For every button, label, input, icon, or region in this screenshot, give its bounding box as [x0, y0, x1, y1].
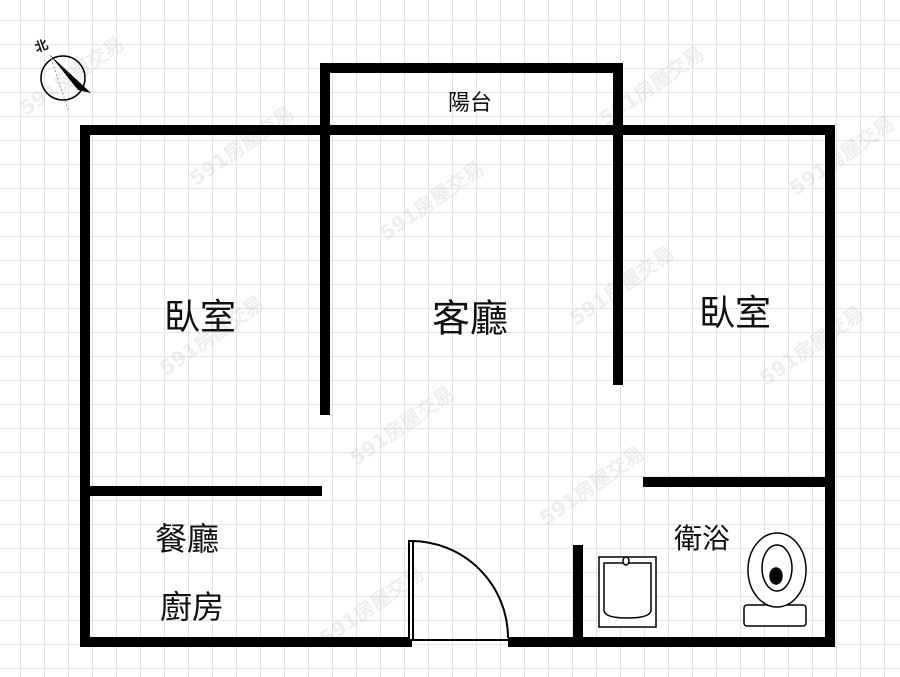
wall-left: [80, 125, 90, 647]
room-label-bathroom: 衛浴: [673, 522, 731, 555]
compass-icon: [40, 54, 91, 111]
room-label-bedroom-right: 臥室: [698, 293, 772, 334]
entrance-door: [408, 540, 509, 641]
wall-dining: [80, 486, 322, 496]
balcony-wall-top: [320, 63, 623, 73]
room-label-bedroom-left: 臥室: [163, 297, 237, 338]
wall-top: [80, 125, 835, 135]
toilet-icon: [743, 532, 807, 627]
wall-bottom-left: [80, 637, 412, 647]
bathtub-icon: [598, 556, 657, 628]
room-label-kitchen: 廚房: [159, 588, 225, 626]
wall-bottom-right: [508, 637, 835, 647]
wall-right-partition: [613, 63, 623, 385]
room-label-balcony: 陽台: [447, 91, 493, 116]
room-label-dining: 餐廳: [154, 520, 220, 558]
wall-right: [825, 125, 835, 647]
wall-bathroom-left: [573, 545, 583, 645]
room-label-living-room: 客廳: [431, 296, 509, 341]
wall-left-partition: [320, 63, 330, 415]
wall-bathroom-top: [643, 477, 835, 487]
walls: [80, 63, 835, 647]
